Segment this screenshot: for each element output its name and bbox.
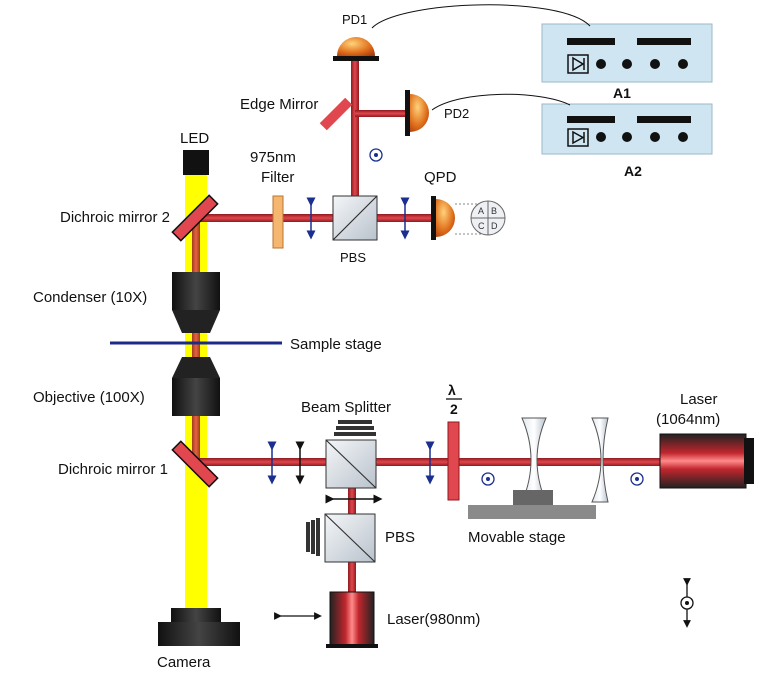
beam-horizontal-top — [196, 214, 436, 222]
label-camera: Camera — [157, 654, 211, 671]
label-edge-mirror: Edge Mirror — [240, 96, 318, 113]
label-dichroic-mirror-1: Dichroic mirror 1 — [58, 461, 168, 478]
label-pbs-top: PBS — [340, 250, 366, 265]
label-laser-1064: Laser — [680, 391, 718, 408]
label-objective: Objective (100X) — [33, 389, 145, 406]
label-led: LED — [180, 130, 209, 147]
edge-mirror — [319, 97, 353, 131]
polarization-legend-icon — [680, 578, 694, 628]
photodiode-pd1 — [333, 37, 379, 61]
label-condenser: Condenser (10X) — [33, 289, 147, 306]
label-a2: A2 — [624, 163, 642, 179]
qpd-quadrant-a: A — [478, 206, 484, 216]
qpd-quadrant-b: B — [491, 206, 497, 216]
polarization-out-of-plane-icon — [369, 148, 383, 162]
qpd-quadrant-c: C — [478, 221, 485, 231]
beam-to-pd2 — [355, 110, 410, 117]
objective-lens — [172, 357, 220, 416]
filter-975nm — [272, 195, 284, 249]
label-laser-1064-wavelength: (1064nm) — [656, 411, 720, 428]
quadrant-photodiode — [431, 196, 506, 240]
laser-1064nm — [659, 433, 754, 489]
photodiode-pd2 — [405, 90, 429, 136]
camera — [158, 608, 240, 646]
led-source — [183, 150, 209, 175]
condenser-lens — [172, 272, 220, 333]
half-wave-plate — [447, 421, 460, 501]
instrument-panel-a2 — [541, 103, 713, 155]
label-pd2: PD2 — [444, 106, 469, 121]
instrument-panel-a1 — [541, 23, 713, 83]
label-movable-stage: Movable stage — [468, 529, 566, 546]
polarizing-beam-splitter-bottom — [306, 513, 376, 563]
label-pbs-bottom: PBS — [385, 529, 415, 546]
dichroic-mirror-2 — [171, 194, 219, 242]
label-half-wave-denominator: 2 — [450, 401, 458, 417]
label-dichroic-mirror-2: Dichroic mirror 2 — [60, 209, 170, 226]
label-laser-980: Laser(980nm) — [387, 611, 480, 628]
label-filter: Filter — [261, 169, 294, 186]
cable-pd1-a1 — [371, 4, 591, 29]
polarizing-beam-splitter-top — [332, 195, 378, 241]
movable-stage-block — [513, 490, 553, 506]
qpd-quadrant-d: D — [491, 221, 498, 231]
label-beam-splitter: Beam Splitter — [301, 399, 391, 416]
beam-splitter — [325, 420, 377, 489]
label-pd1: PD1 — [342, 12, 367, 27]
label-sample-stage: Sample stage — [290, 336, 382, 353]
dichroic-mirror-1 — [171, 440, 219, 488]
cable-pd2-a2 — [431, 93, 571, 111]
lens-fixed — [591, 417, 609, 503]
beam-horizontal-bottom — [196, 458, 670, 466]
polarization-out-of-plane-icon — [630, 472, 644, 486]
movable-stage-base — [468, 505, 596, 519]
beam-to-pd1 — [351, 60, 359, 220]
label-a1: A1 — [613, 85, 631, 101]
label-filter-wavelength: 975nm — [250, 149, 296, 166]
polarization-out-of-plane-icon — [481, 472, 495, 486]
label-half-wave-numerator: λ — [448, 382, 456, 398]
laser-980nm — [326, 591, 378, 648]
label-qpd: QPD — [424, 169, 457, 186]
